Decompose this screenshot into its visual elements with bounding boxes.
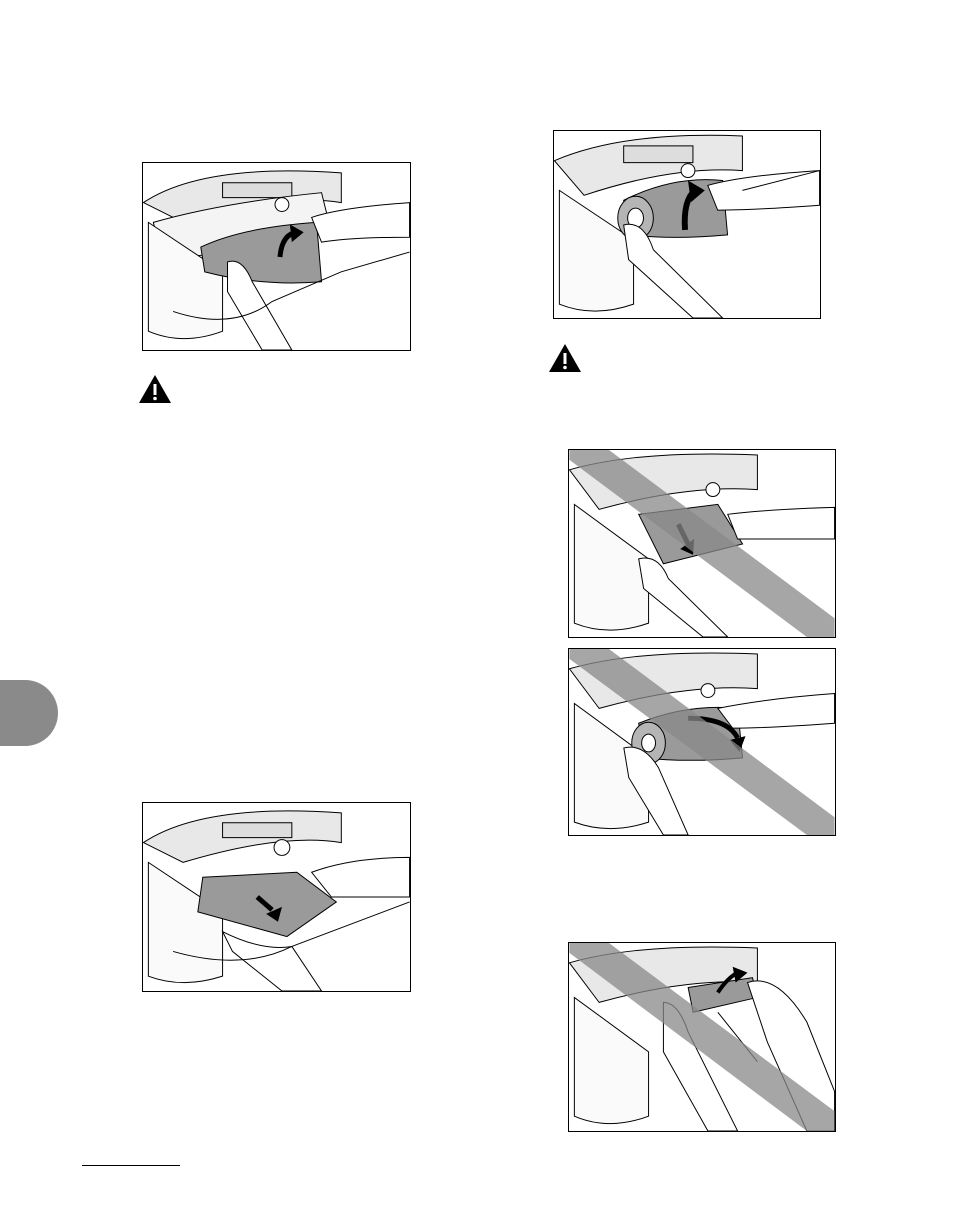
figure-pull-paper-up	[142, 162, 411, 351]
printer-illustration	[143, 163, 410, 350]
caution-triangle-icon	[548, 343, 582, 373]
figure-roll-paper-up	[553, 130, 821, 319]
printer-illustration	[569, 450, 835, 637]
caution-triangle-icon	[138, 374, 172, 404]
printer-illustration	[569, 649, 835, 835]
footer-rule	[82, 1165, 180, 1166]
figure-pull-paper-down	[142, 802, 411, 992]
printer-illustration	[143, 803, 410, 991]
printer-illustration	[569, 943, 835, 1131]
chapter-side-tab	[0, 680, 58, 746]
figure-pull-paper-down-prohibited	[568, 449, 836, 638]
printer-illustration	[554, 131, 820, 318]
figure-roll-paper-down-prohibited	[568, 648, 836, 836]
figure-lift-paper-prohibited	[568, 942, 836, 1132]
